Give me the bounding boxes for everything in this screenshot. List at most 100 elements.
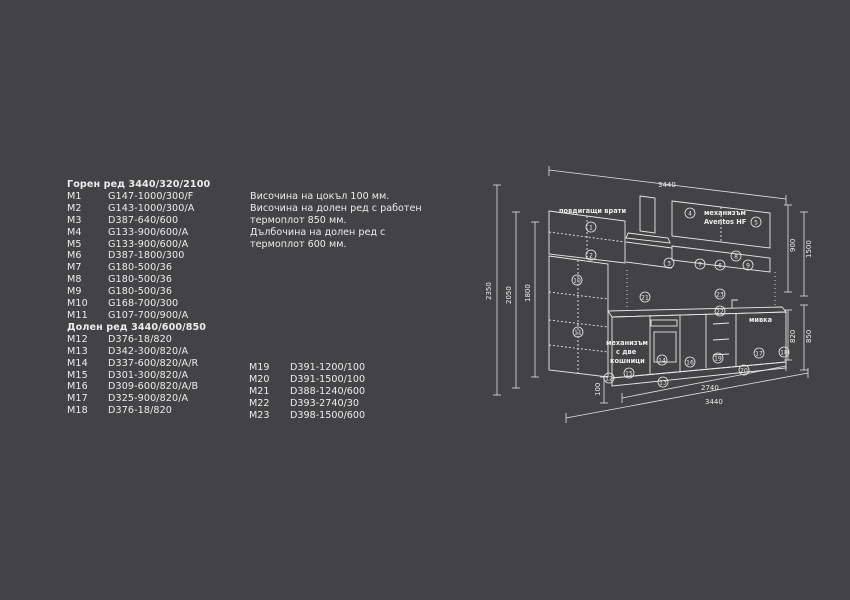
spec-code: M20 (249, 373, 270, 385)
note-line: Дълбочина на долен ред с (250, 226, 386, 238)
spec-value: D337-600/820/A/R (108, 357, 199, 369)
marker-circle (585, 249, 597, 261)
spec-code: M2 (67, 202, 82, 214)
marker-number: 12 (605, 375, 613, 382)
spec-row: M9 G180-500/36 (67, 286, 210, 298)
spec-value: D301-300/820/A (108, 369, 189, 381)
spec-code: M5 (67, 238, 82, 250)
spec-value: G180-500/36 (108, 286, 173, 298)
marker-circle (714, 305, 726, 317)
marker-circle (742, 259, 754, 271)
dim-line-top (548, 169, 787, 200)
label-sink: мивка (749, 316, 772, 324)
label-mechanism-baskets-sub: с две (616, 348, 637, 356)
marker-circle (639, 291, 651, 303)
marker-number: 13 (659, 379, 667, 386)
spec-code: M15 (67, 369, 88, 381)
dim-label-top-width: 3440 (658, 181, 676, 189)
spec-row: M1 G147-1000/300/F (67, 191, 210, 203)
dim-label-100: 100 (594, 383, 602, 396)
label-mechanism-aventos: механизъм (704, 209, 746, 217)
note-line: термоплот 850 мм. (250, 214, 347, 226)
label-mechanism-baskets-sub2: кошници (610, 357, 645, 365)
dim-label-bottom-3440: 3440 (705, 398, 723, 406)
marker-number: 4 (688, 210, 692, 217)
marker-number: 20 (740, 367, 748, 374)
marker-circle (603, 372, 615, 384)
marker-number: 11 (574, 329, 582, 336)
spec-code: M9 (67, 286, 82, 298)
spec-code: M12 (67, 333, 88, 345)
marker-circle (712, 352, 724, 364)
spec-value: G133-900/600/A (108, 238, 189, 250)
spec-value: D376-18/820 (108, 333, 173, 345)
dim-label-2350: 2350 (485, 282, 493, 300)
marker-circle (572, 326, 584, 338)
marker-circle (753, 347, 765, 359)
spec-row: M11 G107-700/900/A (67, 310, 210, 322)
marker-number: 10 (573, 277, 581, 284)
spec-row: M5 G133-900/600/A (67, 239, 210, 251)
note-line: Височина на цокъл 100 мм. (250, 191, 390, 202)
marker-number: 1 (589, 224, 593, 231)
note-line: термоплот 600 мм. (250, 238, 347, 250)
marker-circle (684, 356, 696, 368)
marker-circle (571, 274, 583, 286)
label-mechanism-aventos-sub: Aventos HF (704, 218, 746, 226)
marker-circle (738, 364, 750, 376)
marker-circle (663, 257, 675, 269)
marker-circle (684, 207, 696, 219)
spec-value: G180-500/36 (108, 274, 173, 286)
marker-circle (778, 346, 790, 358)
spec-code: M17 (67, 393, 88, 405)
label-mechanism-baskets: механизъм (606, 339, 648, 347)
dim-label-850: 850 (805, 330, 813, 343)
marker-number: 22 (716, 308, 724, 315)
spec-code: M4 (67, 226, 82, 238)
dim-label-2740: 2740 (701, 384, 719, 392)
marker-circle (623, 367, 635, 379)
dim-label-900: 900 (789, 239, 797, 252)
spec-value: D387-1800/300 (108, 250, 185, 262)
furniture-outline (548, 195, 787, 387)
marker-circle (730, 250, 742, 262)
spec-code: M7 (67, 262, 82, 274)
marker-number: 3 (667, 260, 671, 267)
spec-value: G168-700/300 (108, 298, 179, 310)
label-lift-doors: повдигащи врати (559, 207, 626, 215)
spec-code: M22 (249, 397, 270, 409)
spec-code: M11 (67, 309, 88, 321)
marker-number: 16 (686, 359, 694, 366)
spec-code: M3 (67, 214, 82, 226)
spec-value: D391-1200/100 (290, 362, 366, 373)
spec-value: G147-1000/300/F (108, 190, 194, 202)
marker-number: 18 (780, 349, 788, 356)
spec-value: D309-600/820/A/B (108, 381, 199, 393)
spec-code: M18 (67, 405, 88, 417)
marker-circle (750, 216, 762, 228)
marker-circle (656, 354, 668, 366)
marker-number: 14 (658, 357, 666, 364)
marker-number: 15 (625, 370, 633, 377)
spec-row: M12 D376-18/820 (67, 334, 210, 346)
marker-number: 2 (589, 252, 593, 259)
marker-circle (714, 288, 726, 300)
spec-value: D325-900/820/A (108, 393, 189, 405)
spec-value: D376-18/820 (108, 405, 173, 417)
marker-circle (657, 376, 669, 388)
spec-value: D398-1500/600 (290, 409, 366, 421)
marker-number: 19 (714, 355, 722, 362)
spec-code: M1 (67, 190, 82, 202)
spec-value: G107-700/900/A (108, 309, 189, 321)
marker-number: 9 (746, 262, 750, 269)
